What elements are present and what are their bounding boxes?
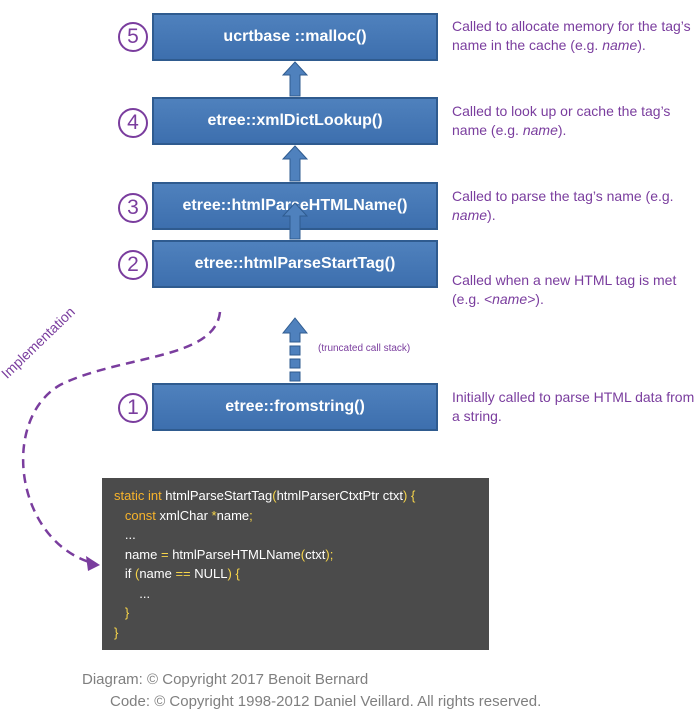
desc-step-2: Called when a new HTML tag is met (e.g. … bbox=[452, 271, 697, 309]
code-text: if bbox=[124, 566, 135, 581]
code-text: ... bbox=[124, 527, 136, 542]
code-line-3: ... bbox=[114, 525, 477, 545]
code-symbol: } bbox=[114, 624, 119, 640]
desc-text-end: ). bbox=[487, 207, 496, 223]
code-symbol: } bbox=[124, 605, 130, 620]
desc-text: Initially called to parse HTML data from… bbox=[452, 389, 695, 424]
func-box-xmldictlookup: etree::xmlDictLookup() bbox=[152, 97, 438, 145]
code-symbol: * bbox=[211, 507, 217, 523]
step-2-number: 2 bbox=[118, 250, 148, 280]
desc-step-4: Called to look up or cache the tag’s nam… bbox=[452, 102, 697, 140]
code-symbol: ( bbox=[134, 566, 140, 581]
desc-emphasis: name bbox=[522, 122, 558, 138]
code-keyword: static int bbox=[114, 488, 166, 503]
up-arrow-2-to-3 bbox=[282, 202, 308, 240]
dashed-up-arrow-1-to-2 bbox=[282, 317, 308, 382]
code-line-2: const xmlChar *name; bbox=[114, 506, 477, 526]
code-text: xmlChar bbox=[159, 507, 212, 523]
desc-text-end: ). bbox=[557, 122, 567, 138]
step-1-number: 1 bbox=[118, 393, 148, 423]
desc-text-end: ). bbox=[637, 37, 646, 53]
desc-text: Called to allocate memory for the tag’s … bbox=[452, 18, 691, 53]
code-symbol: ( bbox=[272, 488, 277, 503]
code-line-7: } bbox=[114, 603, 477, 623]
code-snippet: static int htmlParseStartTag(htmlParserC… bbox=[102, 478, 489, 650]
code-symbol: = bbox=[160, 546, 173, 562]
code-text: ctxt bbox=[305, 546, 326, 562]
code-line-8: } bbox=[114, 623, 477, 643]
step-3-number: 3 bbox=[118, 193, 148, 223]
code-text: NULL bbox=[194, 566, 228, 581]
desc-emphasis: <name> bbox=[483, 291, 536, 307]
desc-text: Called to look up or cache the tag’s nam… bbox=[452, 103, 671, 138]
code-keyword: const bbox=[124, 507, 160, 523]
code-text: ... bbox=[139, 585, 151, 601]
code-text: htmlParseStartTag bbox=[165, 488, 273, 503]
step-4-number: 4 bbox=[118, 108, 148, 138]
up-arrow-3-to-4 bbox=[282, 145, 308, 182]
desc-text-end: ). bbox=[535, 291, 544, 307]
truncated-call-stack-note: (truncated call stack) bbox=[318, 343, 411, 354]
code-text: htmlParserCtxtPtr ctxt bbox=[276, 488, 403, 503]
up-arrow-4-to-5 bbox=[282, 61, 308, 97]
code-text: name bbox=[139, 566, 176, 581]
desc-emphasis: name bbox=[452, 207, 488, 223]
func-box-malloc: ucrtbase ::malloc() bbox=[152, 13, 438, 61]
desc-step-1: Initially called to parse HTML data from… bbox=[452, 388, 697, 426]
code-symbol: == bbox=[175, 566, 195, 581]
code-line-4: name = htmlParseHTMLName(ctxt); bbox=[114, 545, 477, 565]
desc-text: Called when a new HTML tag is met (e.g. bbox=[452, 272, 677, 307]
code-symbol: ) { bbox=[403, 488, 416, 503]
func-box-htmlparsestarttag: etree::htmlParseStartTag() bbox=[152, 240, 438, 288]
diagram-credit: Diagram: © Copyright 2017 Benoit Bernard bbox=[82, 671, 369, 688]
step-5-number: 5 bbox=[118, 22, 148, 52]
code-credit: Code: © Copyright 1998-2012 Daniel Veill… bbox=[110, 693, 542, 710]
code-line-5: if (name == NULL) { bbox=[114, 564, 477, 584]
code-line-1: static int htmlParseStartTag(htmlParserC… bbox=[114, 486, 477, 506]
code-symbol: ) { bbox=[227, 566, 240, 581]
code-line-6: ... bbox=[114, 584, 477, 604]
code-symbol: ); bbox=[325, 546, 334, 562]
desc-step-5: Called to allocate memory for the tag’s … bbox=[452, 17, 697, 55]
code-symbol: ( bbox=[300, 546, 306, 562]
code-text: htmlParseHTMLName bbox=[172, 546, 301, 562]
code-symbol: ; bbox=[249, 507, 253, 523]
code-text: name bbox=[124, 546, 161, 562]
desc-emphasis: name bbox=[602, 37, 638, 53]
func-box-fromstring: etree::fromstring() bbox=[152, 383, 438, 431]
desc-text: Called to parse the tag’s name (e.g. bbox=[452, 188, 674, 204]
code-text: name bbox=[216, 507, 250, 523]
desc-step-3: Called to parse the tag’s name (e.g. nam… bbox=[452, 187, 697, 225]
